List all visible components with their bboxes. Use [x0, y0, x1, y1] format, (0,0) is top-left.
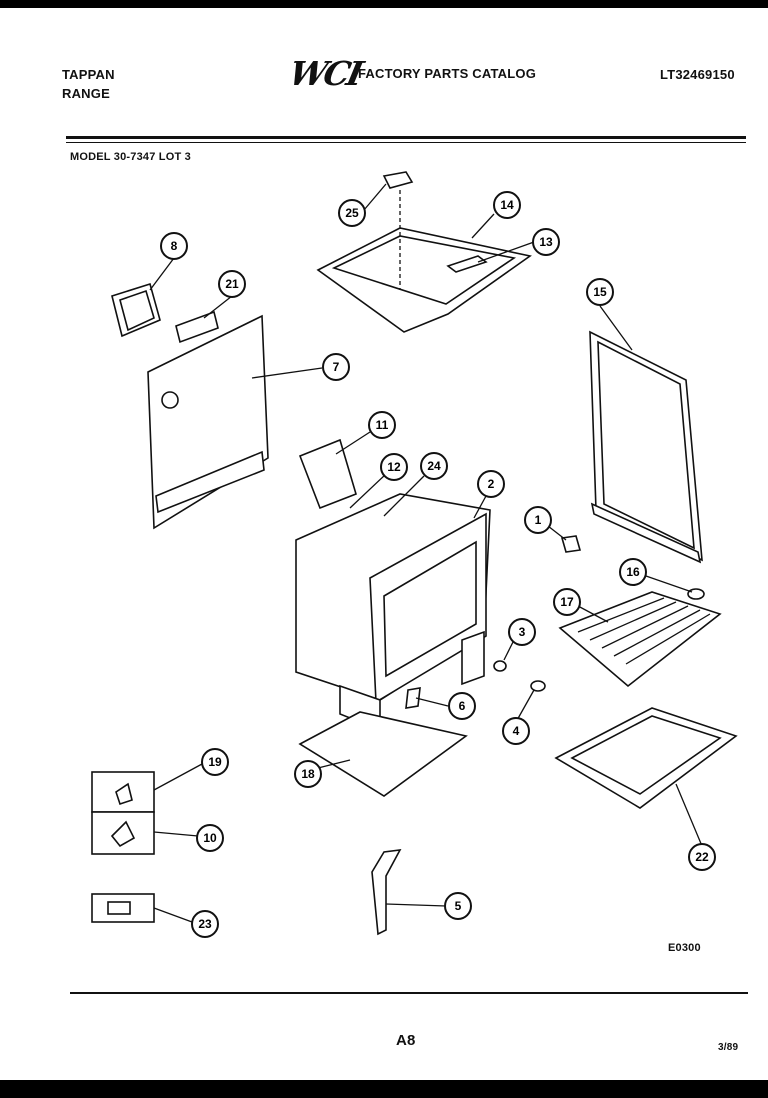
callout-24: 24: [420, 452, 448, 480]
callout-10-label: 10: [203, 831, 217, 845]
callout-15-label: 15: [593, 285, 607, 299]
model-line: MODEL 30-7347 LOT 3: [70, 151, 191, 163]
callout-18: 18: [294, 760, 322, 788]
callout-19-label: 19: [208, 755, 222, 769]
brand-label: TAPPAN: [62, 67, 115, 82]
callout-15: 15: [586, 278, 614, 306]
footer-rule: [70, 992, 748, 994]
callout-5: 5: [444, 892, 472, 920]
part-10-box: [91, 811, 155, 855]
page-id: A8: [396, 1032, 416, 1049]
callout-11-label: 11: [376, 418, 389, 432]
callout-16-label: 16: [626, 565, 640, 579]
callout-5-label: 5: [455, 899, 462, 913]
callout-25-label: 25: [345, 206, 359, 220]
part-6-shape: [405, 687, 421, 709]
callout-7-label: 7: [333, 360, 340, 374]
callout-10: 10: [196, 824, 224, 852]
callout-17: 17: [553, 588, 581, 616]
part-5-shape: [371, 849, 402, 936]
part-18-oven-bottom: [298, 711, 468, 797]
part-25-shape: [382, 171, 414, 290]
callout-13-label: 13: [539, 235, 553, 249]
header-rule: [66, 136, 746, 139]
part-23-box: [91, 893, 155, 923]
callout-11: 11: [368, 411, 396, 439]
callout-3: 3: [508, 618, 536, 646]
callout-12: 12: [380, 453, 408, 481]
callout-6: 6: [448, 692, 476, 720]
part-11-shape: [298, 438, 357, 510]
top-scan-band: [0, 0, 768, 8]
callout-4: 4: [502, 717, 530, 745]
callout-1-label: 1: [535, 513, 542, 527]
part-17-oven-rack: [558, 591, 722, 688]
callout-2: 2: [477, 470, 505, 498]
part-3-shape: [493, 660, 507, 672]
part-22-broiler-pan: [554, 707, 738, 809]
product-label: RANGE: [62, 86, 110, 101]
catalog-part-number: LT32469150: [660, 67, 735, 82]
callout-19: 19: [201, 748, 229, 776]
callout-1: 1: [524, 506, 552, 534]
callout-18-label: 18: [301, 767, 315, 781]
callout-14: 14: [493, 191, 521, 219]
callout-4-label: 4: [513, 724, 520, 738]
part-21-shape: [175, 310, 219, 344]
part-14-cooktop: [316, 227, 532, 333]
callout-25: 25: [338, 199, 366, 227]
callout-22-label: 22: [695, 850, 709, 864]
callout-23: 23: [191, 910, 219, 938]
catalog-date: 3/89: [718, 1042, 739, 1053]
diagram-code: E0300: [668, 942, 701, 954]
callout-13: 13: [532, 228, 560, 256]
leader-lines: [149, 183, 703, 923]
part-7-back-panel: [147, 314, 269, 530]
part-16-shape: [687, 588, 705, 600]
callout-17-label: 17: [560, 595, 574, 609]
bottom-scan-band: [0, 1080, 768, 1098]
callout-21-label: 21: [225, 277, 239, 291]
callout-2-label: 2: [488, 477, 495, 491]
part-8-shape: [111, 282, 161, 338]
callout-7: 7: [322, 353, 350, 381]
callout-3-label: 3: [519, 625, 526, 639]
callout-22: 22: [688, 843, 716, 871]
callout-16: 16: [619, 558, 647, 586]
part-19-box: [91, 771, 155, 813]
callout-6-label: 6: [459, 699, 466, 713]
header-rule-thin: [66, 142, 746, 143]
callout-21: 21: [218, 270, 246, 298]
catalog-title: FACTORY PARTS CATALOG: [358, 66, 537, 81]
callout-23-label: 23: [198, 917, 212, 931]
callout-8: 8: [160, 232, 188, 260]
callout-12-label: 12: [387, 460, 401, 474]
callout-14-label: 14: [500, 198, 514, 212]
callout-8-label: 8: [171, 239, 178, 253]
part-4-shape: [530, 680, 546, 692]
part-15-side-panel: [589, 330, 703, 564]
part-1-shape: [560, 535, 582, 553]
callout-24-label: 24: [427, 459, 441, 473]
